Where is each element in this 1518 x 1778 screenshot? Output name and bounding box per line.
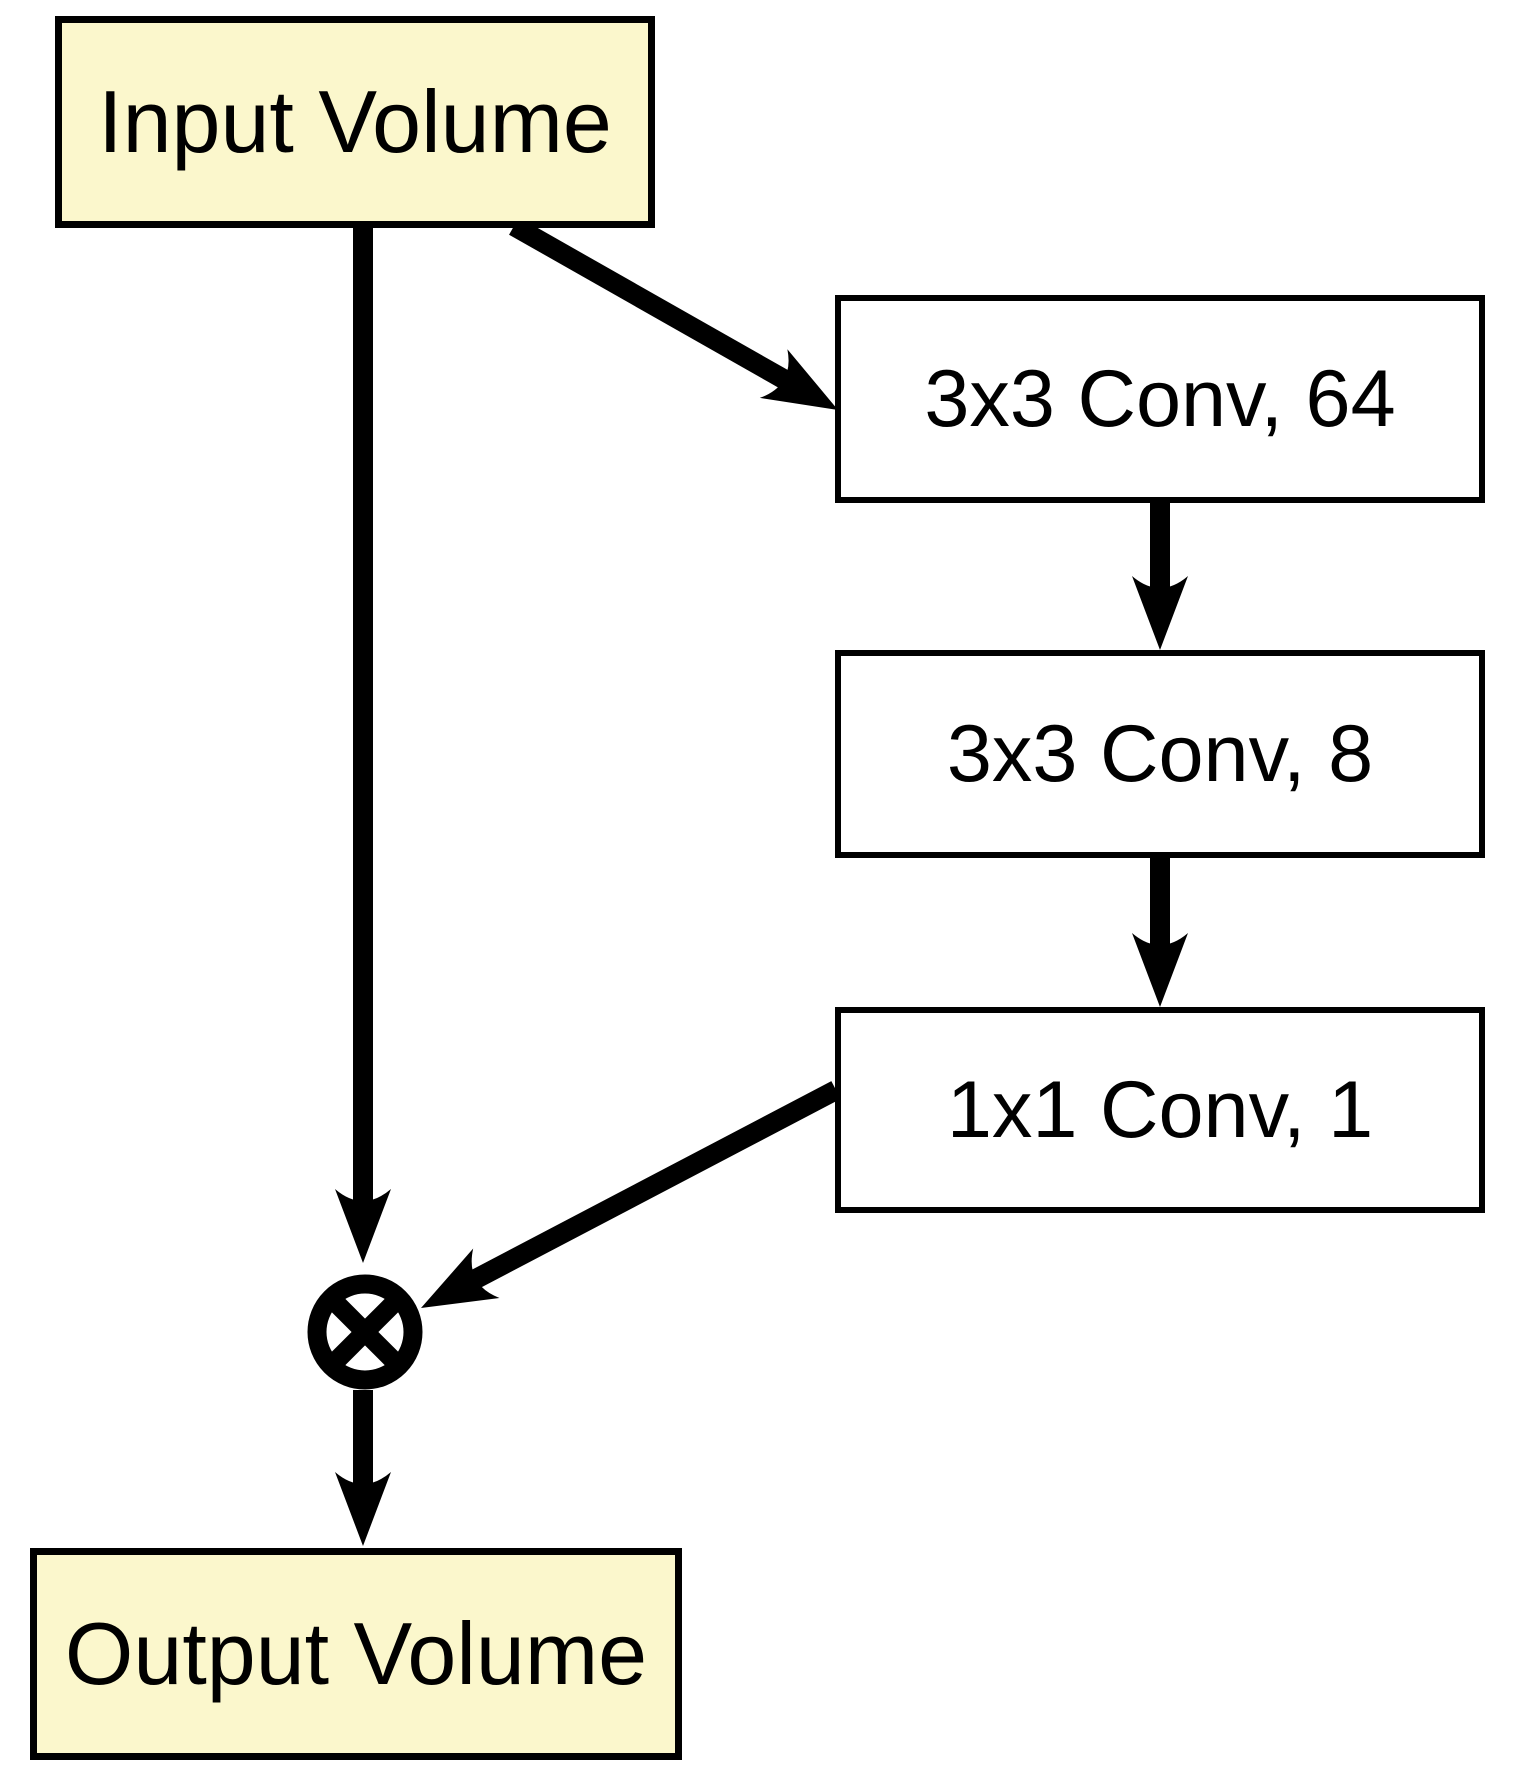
node-input-volume: Input Volume xyxy=(55,16,655,228)
node-conv-3x3-64: 3x3 Conv, 64 xyxy=(835,295,1485,503)
edge-conv64-to-conv8 xyxy=(1132,500,1188,650)
edge-multiply-to-output xyxy=(335,1390,391,1546)
node-conv-3x3-8: 3x3 Conv, 8 xyxy=(835,650,1485,858)
node-conv-1x1-1: 1x1 Conv, 1 xyxy=(835,1007,1485,1213)
edge-conv1-to-multiply xyxy=(407,1081,841,1333)
edge-input-to-conv64 xyxy=(509,217,852,435)
edge-conv8-to-conv1 xyxy=(1132,856,1188,1007)
multiply-operator-icon xyxy=(307,1274,423,1390)
edge-input-to-multiply xyxy=(335,226,391,1263)
node-output-volume: Output Volume xyxy=(30,1548,682,1760)
